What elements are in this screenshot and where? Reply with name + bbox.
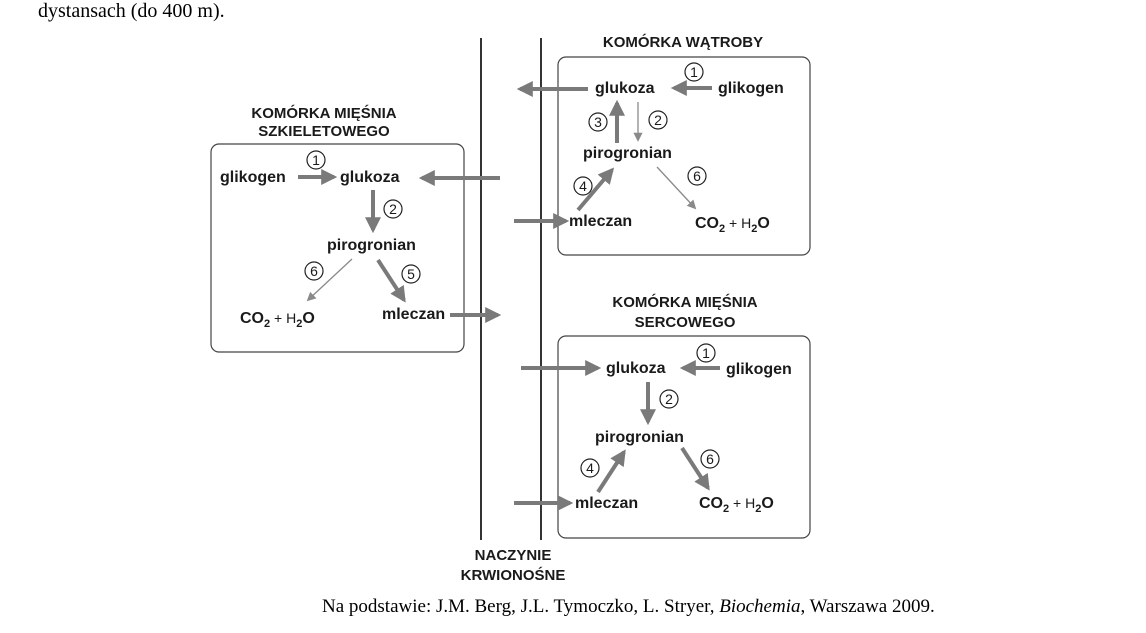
heart-arrow-mleczan-pirogronian — [596, 449, 626, 494]
skeletal-glikogen: glikogen — [220, 169, 286, 186]
vessel-label-line2: KRWIONOŚNE — [461, 566, 566, 584]
caption-title: Biochemia — [719, 596, 801, 617]
heart-pirogronian: pirogronian — [595, 429, 684, 446]
vessel-label-line1: NACZYNIE — [475, 547, 552, 564]
caption-suffix: , Warszawa 2009. — [800, 596, 935, 617]
liver-step-3: 3 — [588, 112, 608, 132]
skeletal-arrow-pirogronian-co2 — [306, 258, 353, 302]
heart-mleczan: mleczan — [575, 495, 638, 512]
svg-text:1: 1 — [690, 64, 698, 80]
liver-cell-box — [557, 56, 811, 256]
skeletal-glukoza: glukoza — [340, 169, 400, 186]
skeletal-step-2: 2 — [383, 199, 403, 219]
heart-co2-h2o: CO2 + H2O — [699, 495, 774, 515]
liver-pirogronian: pirogronian — [583, 145, 672, 162]
skeletal-cell-box — [210, 143, 465, 353]
svg-text:5: 5 — [407, 266, 415, 282]
skeletal-step-5: 5 — [401, 264, 421, 284]
heart-cell-box — [557, 335, 811, 539]
skeletal-step-6: 6 — [304, 261, 324, 281]
svg-text:3: 3 — [594, 114, 602, 130]
liver-glikogen: glikogen — [718, 80, 784, 97]
skeletal-pirogronian: pirogronian — [327, 237, 416, 254]
liver-arrow-mleczan-pirogronian — [576, 167, 615, 212]
svg-text:1: 1 — [312, 152, 320, 168]
skeletal-co2-h2o: CO2 + H2O — [240, 310, 315, 330]
heart-step-6: 6 — [700, 449, 720, 469]
heart-step-2: 2 — [659, 389, 679, 409]
heart-title-line1: KOMÓRKA MIĘŚNIA — [612, 293, 757, 311]
svg-text:2: 2 — [389, 201, 397, 217]
heart-arrow-pirogronian-co2 — [680, 446, 710, 491]
skeletal-step-1: 1 — [306, 150, 326, 170]
svg-text:6: 6 — [310, 263, 318, 279]
source-caption: Na podstawie: J.M. Berg, J.L. Tymoczko, … — [322, 596, 935, 618]
liver-arrow-pirogronian-co2 — [656, 166, 697, 210]
caption-prefix: Na podstawie: J.M. Berg, J.L. Tymoczko, … — [322, 596, 720, 617]
heart-glikogen: glikogen — [726, 361, 792, 378]
svg-text:6: 6 — [706, 451, 714, 467]
svg-text:2: 2 — [665, 391, 673, 407]
liver-mleczan: mleczan — [569, 213, 632, 230]
liver-step-2: 2 — [648, 110, 668, 130]
top-text: dystansach (do 400 m). — [38, 0, 225, 22]
skeletal-arrow-pirogronian-mleczan — [376, 258, 406, 303]
svg-text:6: 6 — [693, 168, 701, 184]
heart-step-4: 4 — [580, 458, 600, 478]
skeletal-mleczan: mleczan — [382, 306, 445, 323]
liver-glukoza: glukoza — [595, 80, 655, 97]
liver-title: KOMÓRKA WĄTROBY — [603, 33, 763, 51]
svg-text:1: 1 — [702, 345, 710, 361]
liver-co2-h2o: CO2 + H2O — [695, 215, 770, 235]
skeletal-title-line1: KOMÓRKA MIĘŚNIA — [251, 104, 396, 122]
liver-step-1: 1 — [684, 62, 704, 82]
heart-step-1: 1 — [696, 343, 716, 363]
skeletal-title-line2: SZKIELETOWEGO — [258, 123, 390, 140]
svg-text:2: 2 — [654, 112, 662, 128]
heart-title-line2: SERCOWEGO — [635, 314, 736, 331]
svg-text:4: 4 — [586, 460, 594, 476]
liver-step-6: 6 — [687, 166, 707, 186]
svg-text:4: 4 — [579, 178, 587, 194]
heart-glukoza: glukoza — [606, 360, 666, 377]
liver-step-4: 4 — [573, 176, 593, 196]
